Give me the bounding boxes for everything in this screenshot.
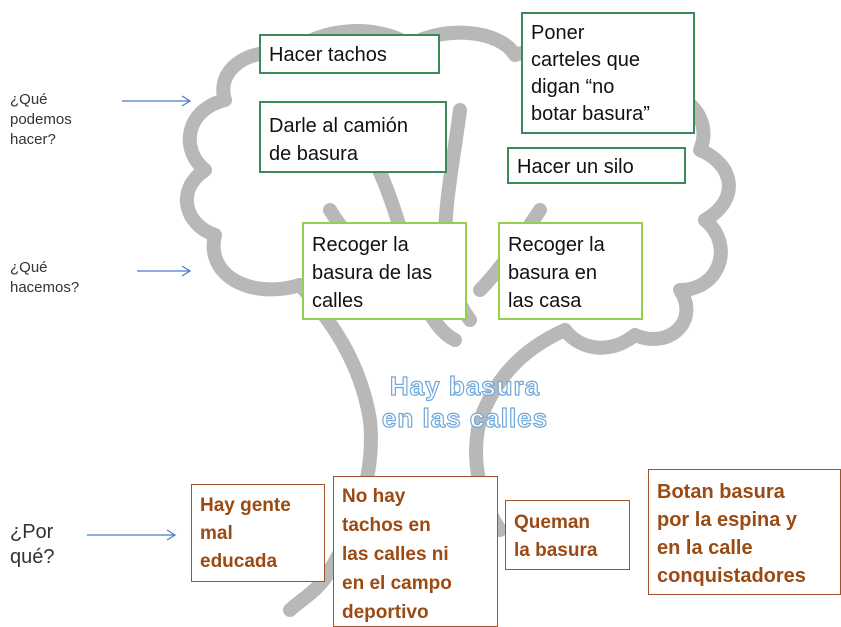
cause-queman-basura: Queman la basura — [505, 500, 630, 570]
arrow-2 — [137, 265, 192, 277]
arrow-3 — [87, 529, 177, 541]
label-que-podemos-hacer: ¿Qué podemos hacer? — [10, 91, 72, 148]
label-que-hacemos: ¿Qué hacemos? — [10, 259, 80, 296]
label-por-que: ¿Por qué? — [10, 521, 55, 568]
tree-canopy — [180, 24, 736, 355]
problem-title: Hay basura en las calles — [381, 370, 549, 433]
solution-hacer-silo: Hacer un silo — [507, 147, 686, 184]
tree-trunk-left — [283, 278, 378, 617]
cause-botan-basura: Botan basura por la espina y en la calle… — [648, 469, 841, 595]
arrow-1 — [122, 95, 192, 107]
action-recoger-calles: Recoger la basura de las calles — [302, 222, 467, 320]
cause-gente-mal-educada: Hay gente mal educada — [191, 484, 325, 582]
cause-no-hay-tachos: No hay tachos en las calles ni en el cam… — [333, 476, 498, 627]
solution-camion-basura: Darle al camión de basura — [259, 101, 447, 173]
action-recoger-casa: Recoger la basura en las casa — [498, 222, 643, 320]
solution-carteles: Poner carteles que digan “no botar basur… — [521, 12, 695, 134]
solution-hacer-tachos: Hacer tachos — [259, 34, 440, 74]
